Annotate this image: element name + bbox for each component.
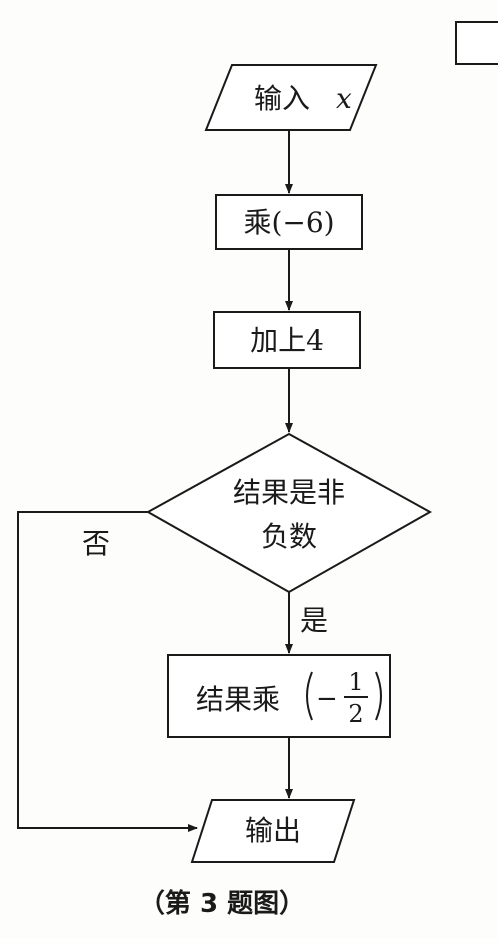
fraction-denominator: 2 (348, 700, 363, 728)
answer-box (455, 21, 498, 65)
arrow-no-branch (17, 511, 198, 832)
output-label: 输出 (245, 814, 301, 847)
input-parallelogram (204, 64, 378, 131)
left-paren (306, 671, 313, 721)
decision-diamond (145, 432, 433, 594)
multiply-box (215, 194, 363, 250)
right-paren (375, 671, 382, 721)
decision-line-2: 负数 (261, 520, 317, 553)
branch-yes-label: 是 (300, 604, 328, 637)
add-box (213, 311, 361, 369)
input-variable: x (336, 82, 352, 115)
result-prefix-label: 结果乘 (196, 683, 280, 716)
figure-caption: （第 3 题图） (139, 888, 305, 919)
multiply-label: 乘(−6) (243, 206, 334, 239)
fraction-numerator: 1 (348, 668, 363, 696)
output-parallelogram (190, 799, 356, 863)
decision-line-1: 结果是非 (233, 476, 345, 509)
fraction-sign: − (316, 684, 338, 714)
input-label: 输入 (254, 82, 310, 115)
add-label: 加上4 (250, 324, 324, 357)
branch-no-label: 否 (82, 527, 110, 560)
